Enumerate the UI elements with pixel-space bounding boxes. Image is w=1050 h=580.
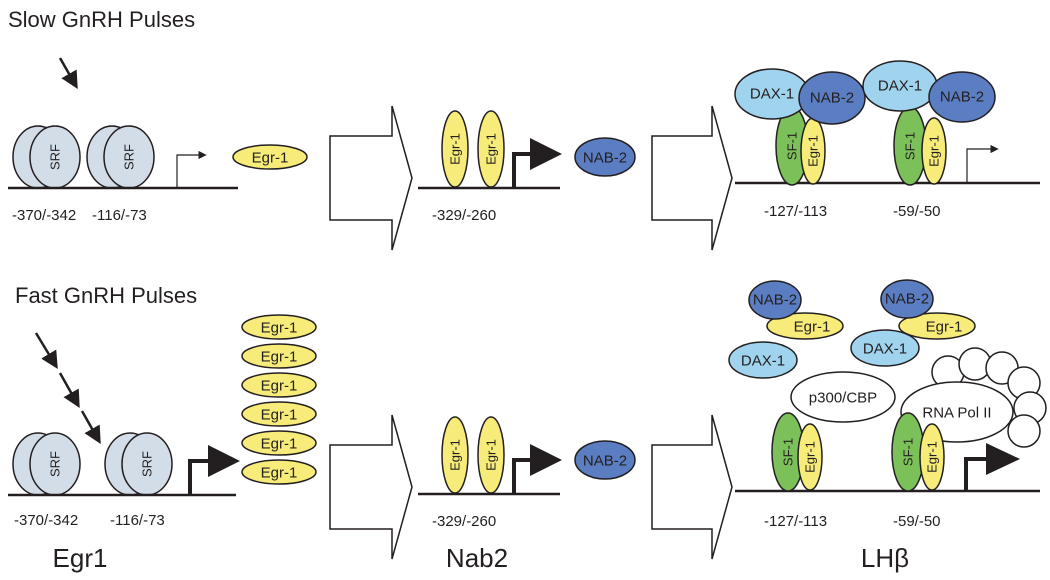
srf-label: SRF [122,144,137,170]
srf-dimer-bottom-a: SRF [12,432,81,496]
sf1-egr1-complex-top-a: SF-1 Egr-1 [775,106,826,186]
nab2-label: NAB-2 [940,89,984,106]
egr1-on-nab2-top-b: Egr-1 [477,110,505,188]
sf1-egr1-complex-top-b: SF-1 Egr-1 [893,106,947,186]
hollow-arrow-bottom-2 [651,414,733,560]
dax1-label: DAX-1 [741,353,785,370]
egr1-label: Egr-1 [926,319,963,336]
position-label: -329/-260 [432,207,496,224]
position-label: -59/-50 [893,203,941,220]
sf1-label: SF-1 [901,438,916,466]
nab2-label: NAB-2 [753,292,797,309]
nab2-label: NAB-2 [583,453,627,470]
p300-label: p300/CBP [809,390,877,407]
egr1-on-nab2-top-a: Egr-1 [441,110,469,188]
egr1-label: Egr-1 [925,441,940,473]
egr1-on-nab2-bottom-a: Egr-1 [441,416,469,494]
srf-dimer-top-b: SRF [86,125,155,189]
tss-arrow-bold [964,443,1020,491]
egr1-label: Egr-1 [484,133,499,165]
sf1-egr1-complex-bottom-b: SF-1 Egr-1 [891,412,945,492]
nab2-label: NAB-2 [810,90,854,107]
slow-pulse-arrow [58,57,78,90]
dax1-protein: DAX-1 [734,68,810,120]
egr1-label: Egr-1 [794,319,831,336]
position-label: -370/-342 [14,512,78,529]
dax1-protein: DAX-1 [862,60,938,112]
position-label: -127/-113 [764,203,827,220]
position-label: -370/-342 [12,207,76,224]
srf-label: SRF [48,451,63,477]
egr1-label: Egr-1 [261,378,298,395]
egr1-label: Egr-1 [252,150,289,167]
tss-arrow-small [176,150,207,188]
hollow-arrow-top-2 [651,105,733,251]
dax1-label: DAX-1 [863,341,907,358]
hollow-arrow-top-1 [329,105,413,251]
nab2-label: NAB-2 [885,291,929,308]
nab2-protein: NAB-2 [574,137,636,177]
egr1-label: Egr-1 [261,349,298,366]
srf-dimer-bottom-b: SRF [104,432,173,496]
p300-cbp: p300/CBP [790,371,896,423]
tss-arrow-small [966,144,999,183]
position-label: -116/-73 [92,207,147,224]
nab2-egr1-pair-a: Egr-1 NAB-2 [748,280,844,340]
sf1-label: SF-1 [785,132,800,160]
rna-pol-ii-complex: RNA Pol II [900,347,1047,448]
egr1-label: Egr-1 [448,439,463,471]
position-label: -116/-73 [110,512,165,529]
srf-label: SRF [140,451,155,477]
egr1-label: Egr-1 [261,465,298,482]
fast-pulses-title: Fast GnRH Pulses [15,283,197,308]
egr1-protein-single: Egr-1 [232,144,308,170]
position-label: -329/-260 [432,513,496,530]
egr1-label: Egr-1 [484,439,499,471]
position-label: -127/-113 [764,513,827,530]
tss-arrow-bold [512,444,562,494]
egr1-label: Egr-1 [448,133,463,165]
gene-label-nab2: Nab2 [446,543,508,573]
position-label: -59/-50 [893,513,941,530]
srf-label: SRF [48,144,63,170]
egr1-label: Egr-1 [927,135,942,167]
egr1-on-nab2-bottom-b: Egr-1 [477,416,505,494]
hollow-arrow-bottom-1 [329,414,413,560]
rna-pol-ii-label: RNA Pol II [922,405,991,422]
fast-pulse-arrow-3 [80,410,101,445]
tss-arrow-bold [512,138,562,188]
gene-label-lhb: LHβ [861,543,909,573]
slow-pulses-title: Slow GnRH Pulses [8,7,195,32]
sf1-label: SF-1 [903,132,918,160]
dax1-label: DAX-1 [750,86,794,103]
egr1-label: Egr-1 [261,320,298,337]
nab2-protein: NAB-2 [574,440,636,480]
tss-arrow-bold [188,445,240,495]
egr1-label: Egr-1 [803,441,818,473]
srf-dimer-top-a: SRF [12,125,81,189]
fast-pulse-arrow-1 [34,332,58,369]
gene-label-egr1: Egr1 [53,543,108,573]
sf1-egr1-complex-bottom-a: SF-1 Egr-1 [771,412,823,492]
egr1-label: Egr-1 [806,135,821,167]
nab2-protein: NAB-2 [798,71,866,125]
nab2-egr1-pair-b: Egr-1 NAB-2 [880,279,976,340]
dax1-protein: DAX-1 [728,341,798,379]
egr1-protein-stack: Egr-1 Egr-1 Egr-1 Egr-1 Egr-1 Egr-1 [241,314,317,485]
nab2-protein: NAB-2 [928,71,996,123]
dax1-protein: DAX-1 [850,329,920,367]
fast-pulse-arrow-2 [58,372,80,409]
nab2-label: NAB-2 [583,150,627,167]
egr1-label: Egr-1 [261,436,298,453]
dax1-label: DAX-1 [878,78,922,95]
egr1-label: Egr-1 [261,407,298,424]
sf1-label: SF-1 [781,438,796,466]
